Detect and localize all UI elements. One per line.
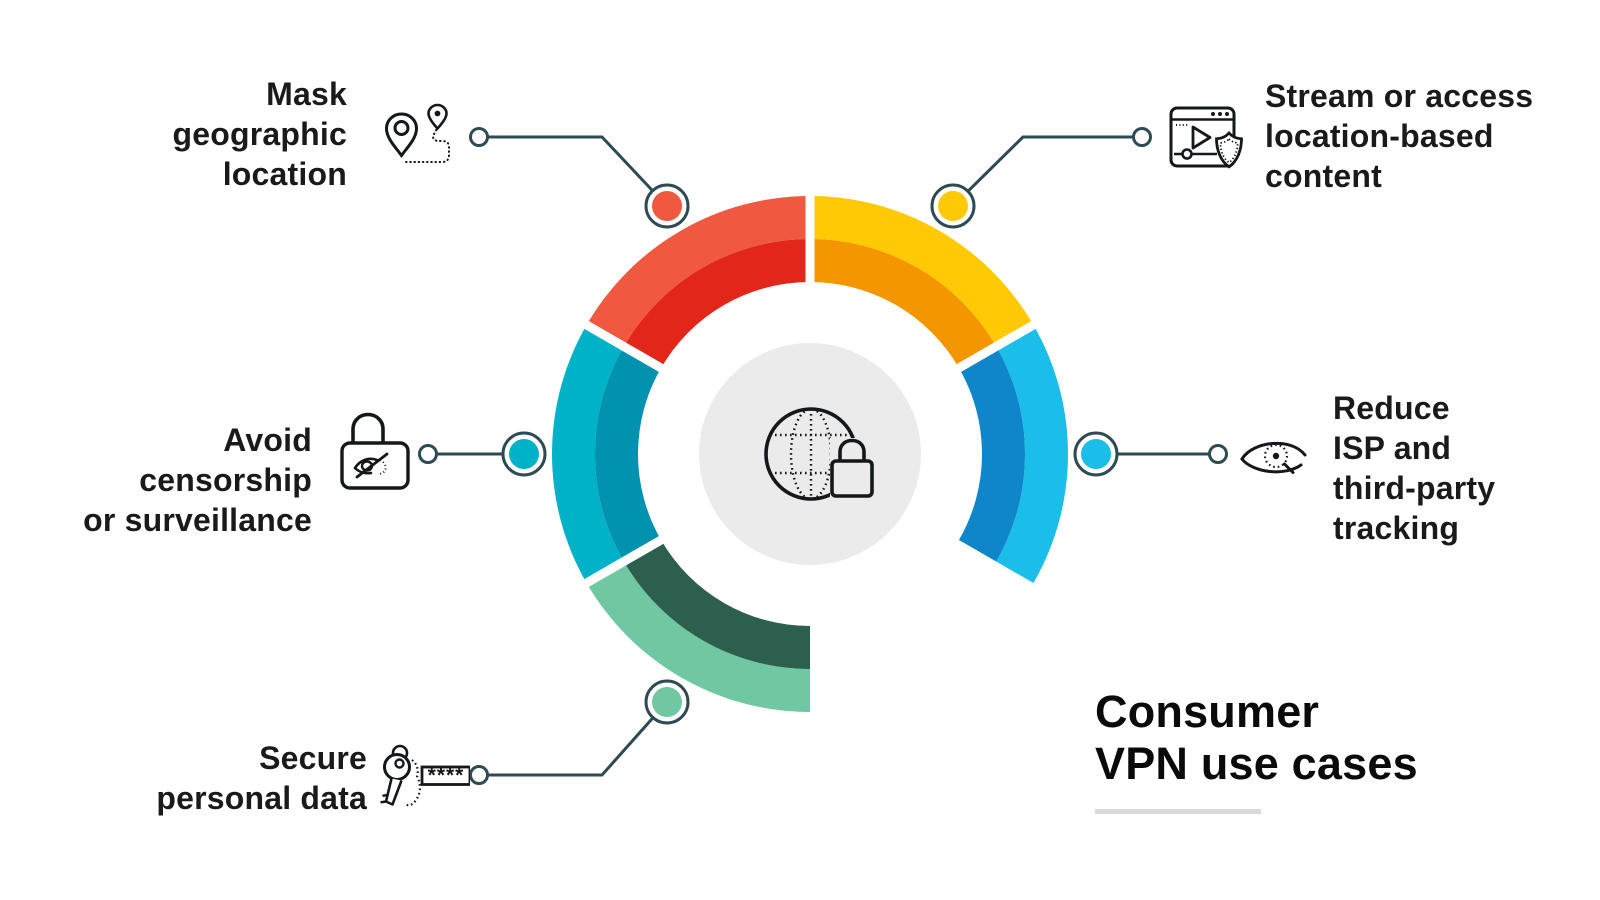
label-reduce-tracking: Reduce ISP and third-party tracking [1333,390,1496,546]
tracking-eye-icon [1238,434,1310,480]
segment-divider [579,533,669,590]
connector-line-stream [951,135,1142,208]
donut-segment-secure-outer [586,561,810,712]
connector-endpoint-secure [469,765,489,785]
donut-segment-avoid-inner [595,346,662,562]
donut-segment-reduce-outer [996,325,1068,583]
donut-segment-mask-outer [586,196,810,347]
password-keys-icon: **** [378,740,472,812]
connector-line-secure [479,701,669,777]
connector-node-secure-fill [652,687,682,717]
censorship-lock-icon [340,412,410,490]
donut-segment-reduce-inner [958,346,1025,562]
connector-node-stream-fill [938,191,968,221]
streaming-browser-icon [1168,105,1245,170]
map-route-icon [383,100,452,168]
connector-line-mask [479,135,669,208]
donut-segment-avoid-outer [552,325,624,583]
label-avoid-censorship: Avoid censorship or surveillance [83,422,312,538]
page-title: Consumer VPN use cases [1095,686,1418,789]
donut-segment-stream-outer [810,196,1034,347]
label-mask-geographic-location: Mask geographic location [172,76,347,192]
globe-lock-icon [762,404,876,506]
label-secure-data: Secure personal data [156,740,367,816]
segment-divider [951,318,1041,375]
connector-endpoint-reduce [1208,444,1228,464]
connector-endpoint-avoid [418,444,438,464]
donut-segment-secure-inner [623,540,810,669]
connector-endpoint-stream [1132,127,1152,147]
label-stream-content: Stream or access location-based content [1265,78,1534,194]
connector-node-mask-fill [652,191,682,221]
connector-node-avoid-fill [509,439,539,469]
donut-segment-mask-inner [623,239,810,368]
title-underline [1095,809,1261,814]
password-asterisks: **** [428,764,465,787]
donut-segment-stream-inner [810,239,997,368]
connector-node-reduce-fill [1081,439,1111,469]
connector-endpoint-mask [469,127,489,147]
segment-divider [579,318,669,375]
